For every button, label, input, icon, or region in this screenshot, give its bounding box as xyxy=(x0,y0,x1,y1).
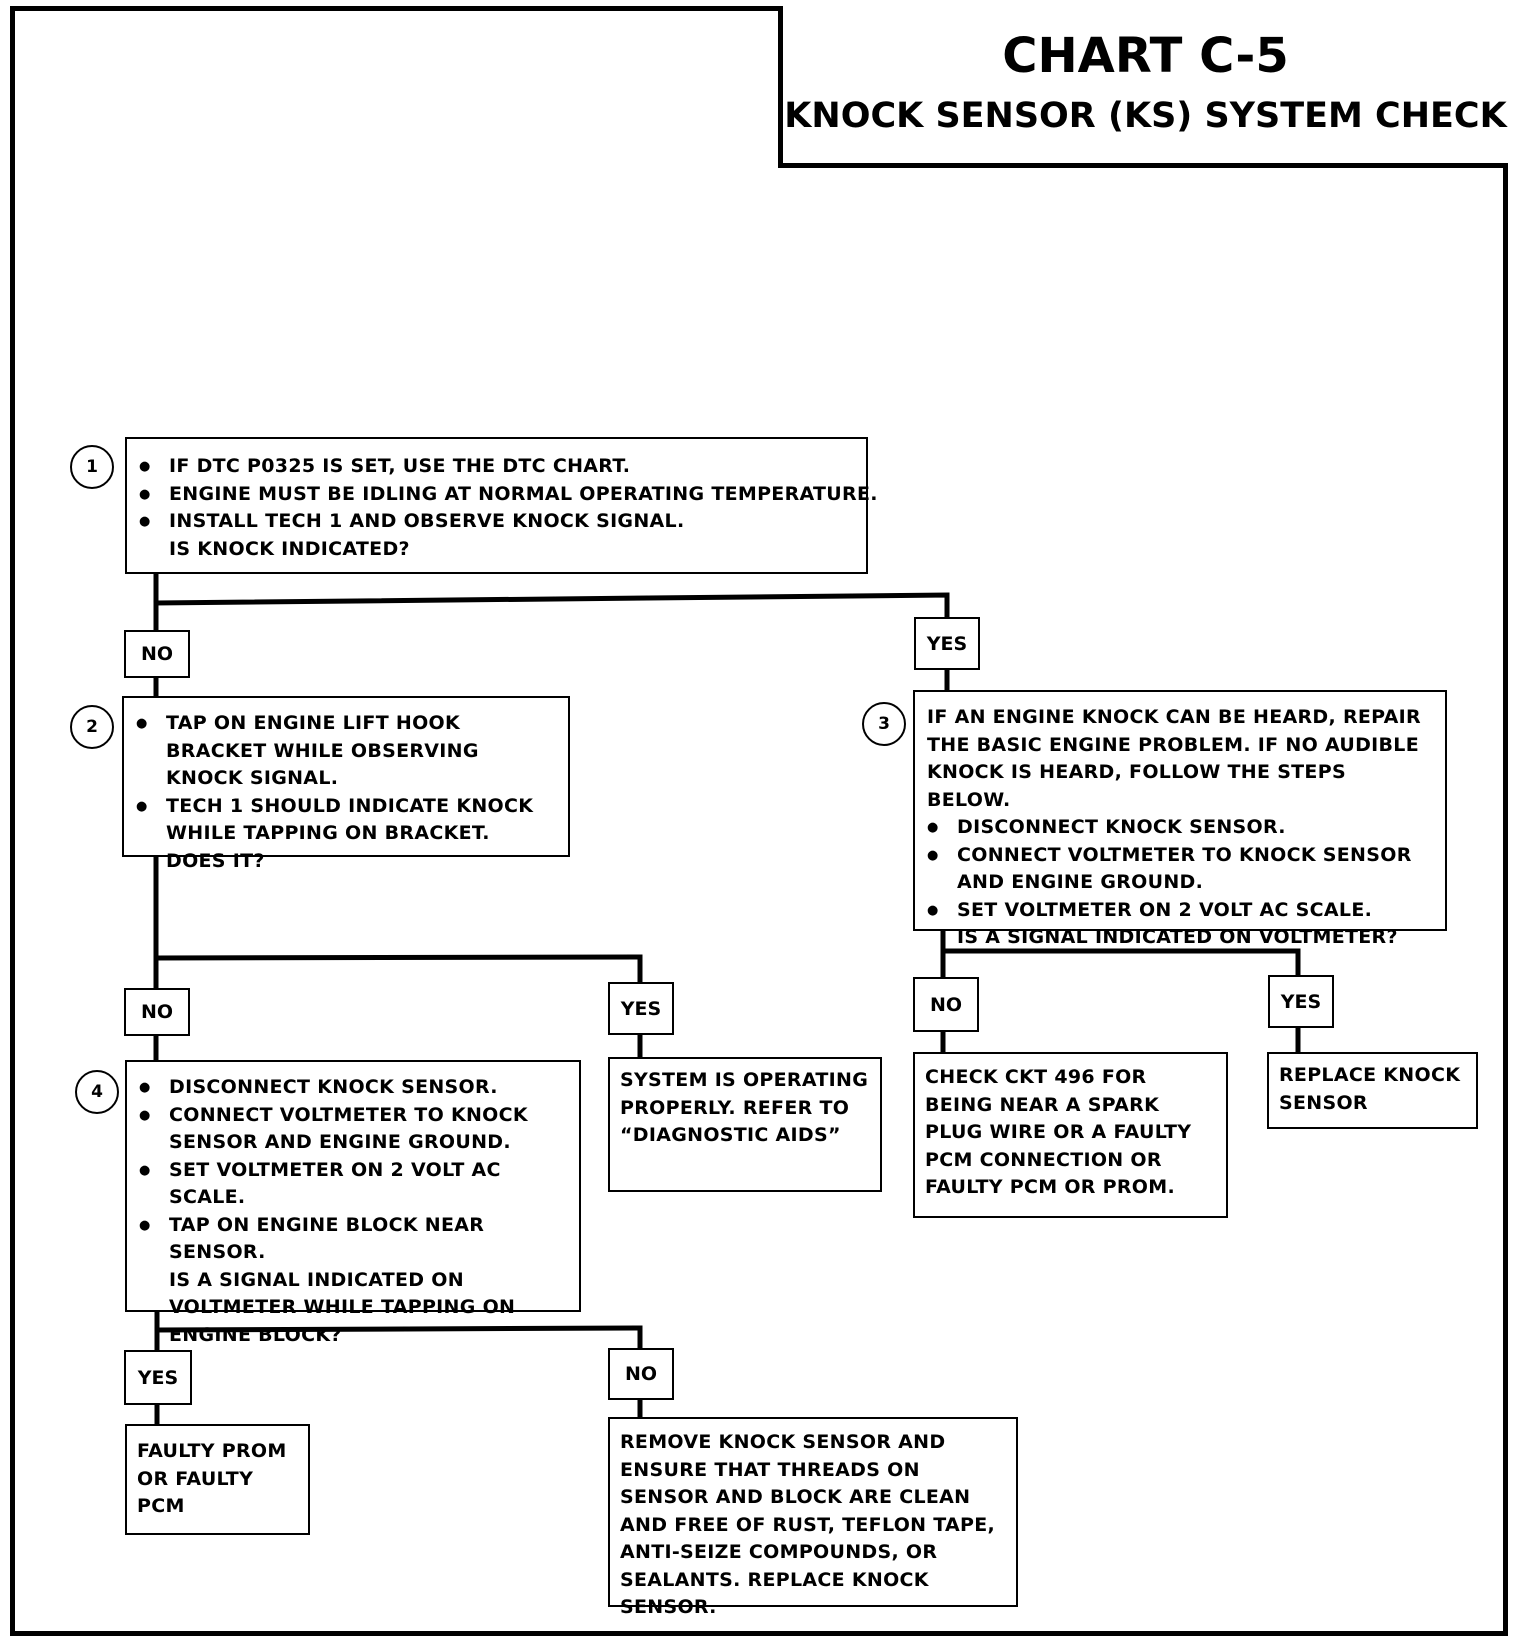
chart-frame xyxy=(10,6,1508,1636)
step-4-bullet: TAP ON ENGINE BLOCK NEAR SENSOR. xyxy=(127,1212,567,1267)
no-label-step-4: NO xyxy=(608,1348,674,1400)
step-4-box: DISCONNECT KNOCK SENSOR. CONNECT VOLTMET… xyxy=(125,1060,581,1346)
step-1-bullet: INSTALL TECH 1 AND OBSERVE KNOCK SIGNAL. xyxy=(127,508,866,536)
connector-s1-yes xyxy=(153,592,950,620)
step-2-bullet: TECH 1 SHOULD INDICATE KNOCK WHILE TAPPI… xyxy=(124,793,554,848)
step-number-4: 4 xyxy=(75,1070,119,1114)
step-1-box: IF DTC P0325 IS SET, USE THE DTC CHART. … xyxy=(125,437,877,574)
step-2-bullet: TAP ON ENGINE LIFT HOOK BRACKET WHILE OB… xyxy=(124,710,554,793)
yes-label-step-1: YES xyxy=(914,617,980,670)
step-4-question: IS A SIGNAL INDICATED ON VOLTMETER WHILE… xyxy=(169,1268,516,1346)
no-label-step-1: NO xyxy=(124,630,190,678)
result-remove-knock-sensor: REMOVE KNOCK SENSOR AND ENSURE THAT THRE… xyxy=(608,1417,1018,1618)
step-number-1: 1 xyxy=(70,445,114,489)
step-4-bullet: SET VOLTMETER ON 2 VOLT AC SCALE. xyxy=(127,1157,567,1212)
yes-label-step-2: YES xyxy=(608,982,674,1035)
step-3-bullet: CONNECT VOLTMETER TO KNOCK SENSOR AND EN… xyxy=(915,842,1431,897)
step-2-question: DOES IT? xyxy=(166,849,265,872)
connector-s3-yes xyxy=(940,948,1301,977)
chart-title: CHART C-5 xyxy=(1002,28,1289,84)
result-replace-knock-sensor: REPLACE KNOCK SENSOR xyxy=(1267,1052,1478,1129)
step-4-bullet: DISCONNECT KNOCK SENSOR. xyxy=(127,1074,567,1102)
step-4-bullet: CONNECT VOLTMETER TO KNOCK SENSOR AND EN… xyxy=(127,1102,567,1157)
step-3-bullet: DISCONNECT KNOCK SENSOR. xyxy=(915,814,1431,842)
step-3-box: IF AN ENGINE KNOCK CAN BE HEARD, REPAIR … xyxy=(913,690,1447,948)
title-block: CHART C-5 KNOCK SENSOR (KS) SYSTEM CHECK xyxy=(778,6,1508,168)
step-number-2: 2 xyxy=(70,705,114,749)
connector-s2-yes xyxy=(153,954,643,985)
step-1-bullet: ENGINE MUST BE IDLING AT NORMAL OPERATIN… xyxy=(127,481,877,509)
step-2-box: TAP ON ENGINE LIFT HOOK BRACKET WHILE OB… xyxy=(122,696,570,872)
result-system-ok: SYSTEM IS OPERATING PROPERLY. REFER TO “… xyxy=(608,1057,882,1192)
connector-s4-no xyxy=(154,1325,643,1353)
chart-subtitle: KNOCK SENSOR (KS) SYSTEM CHECK xyxy=(784,96,1507,136)
step-1-bullet: IF DTC P0325 IS SET, USE THE DTC CHART. xyxy=(127,453,866,481)
yes-label-step-3: YES xyxy=(1268,975,1334,1028)
result-faulty-prom-pcm: FAULTY PROM OR FAULTY PCM xyxy=(125,1424,310,1535)
step-number-3: 3 xyxy=(862,702,906,746)
step-3-bullet: SET VOLTMETER ON 2 VOLT AC SCALE. xyxy=(915,897,1431,925)
result-check-ckt-496: CHECK CKT 496 FOR BEING NEAR A SPARK PLU… xyxy=(913,1052,1228,1218)
no-label-step-3: NO xyxy=(913,977,979,1032)
step-1-question: IS KNOCK INDICATED? xyxy=(169,537,410,560)
no-label-step-2: NO xyxy=(124,988,190,1036)
step-3-question: IS A SIGNAL INDICATED ON VOLTMETER? xyxy=(957,926,1398,948)
step-3-intro: IF AN ENGINE KNOCK CAN BE HEARD, REPAIR … xyxy=(927,706,1421,811)
yes-label-step-4: YES xyxy=(124,1350,192,1405)
